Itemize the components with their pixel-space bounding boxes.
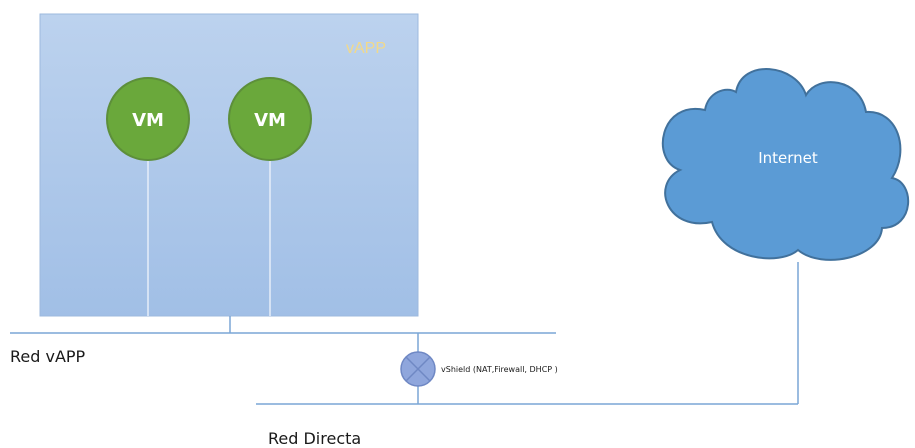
vshield-label: vShield (NAT,Firewall, DHCP ) xyxy=(441,365,558,374)
vm-label: VM xyxy=(132,110,164,131)
direct-network-label: Red Directa xyxy=(268,429,361,448)
vapp-label: vAPP xyxy=(346,40,386,57)
vapp-network-label: Red vAPP xyxy=(10,347,86,366)
vm-circle xyxy=(228,77,312,161)
vapp-box xyxy=(39,13,419,317)
vapp-container: vAPP xyxy=(39,13,419,317)
internet-label: Internet xyxy=(758,149,818,167)
internet-cloud-icon: Internet xyxy=(661,68,910,261)
vm-label: VM xyxy=(254,110,286,131)
vm-node: VM xyxy=(228,77,312,161)
vm-circle xyxy=(106,77,190,161)
vm-node: VM xyxy=(106,77,190,161)
vshield-router-icon xyxy=(400,351,436,387)
